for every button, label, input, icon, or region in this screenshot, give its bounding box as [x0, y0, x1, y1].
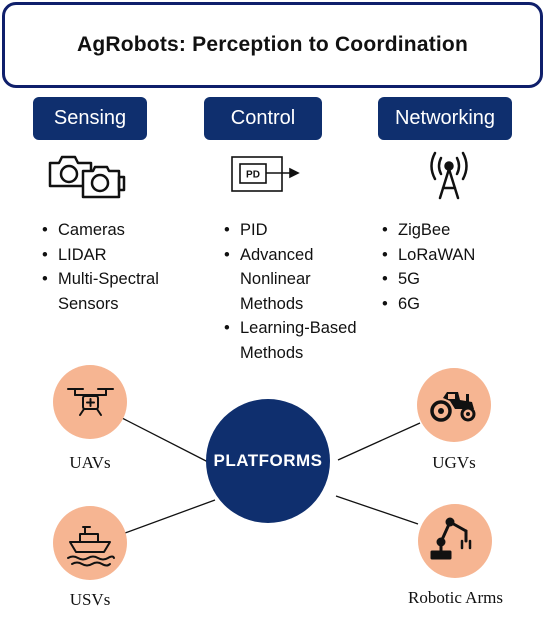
list-item: Learning-Based Methods: [224, 316, 372, 365]
list-item: Multi-Spectral Sensors: [42, 267, 192, 316]
tractor-icon: [430, 392, 476, 422]
pid-block-text: PD: [246, 170, 260, 181]
list-item: ZigBee: [382, 218, 522, 243]
title-banner: AgRobots: Perception to Coordination: [2, 2, 543, 88]
robotic-arms-label: Robotic Arms: [408, 588, 503, 607]
control-list: PID Advanced Nonlinear Methods Learning-…: [224, 218, 372, 365]
list-item: PID: [224, 218, 372, 243]
networking-header-label: Networking: [394, 107, 496, 129]
list-item: Cameras: [42, 218, 192, 243]
robotic-arms-circle: [418, 504, 492, 578]
antenna-signal-icon: [430, 151, 468, 200]
list-item: LIDAR: [42, 243, 192, 268]
ugvs-label: UGVs: [432, 453, 476, 472]
connector-robotic-arms: [335, 495, 419, 525]
list-item: Advanced Nonlinear Methods: [224, 243, 372, 317]
list-item: 5G: [382, 267, 522, 292]
connector-usvs: [124, 499, 216, 534]
sensing-header: Sensing: [33, 97, 147, 140]
pid-block-diagram-icon: PD: [231, 156, 300, 192]
camera-icon: [48, 155, 126, 199]
list-item: 6G: [382, 292, 522, 317]
control-header-label: Control: [230, 107, 296, 129]
platforms-hub-circle: [206, 399, 330, 523]
list-item: LoRaWAN: [382, 243, 522, 268]
uavs-label: UAVs: [69, 453, 111, 472]
control-header: Control: [204, 97, 322, 140]
robotic-arm-icon: [430, 517, 472, 560]
drone-icon: [67, 388, 114, 416]
diagram-title: AgRobots: Perception to Coordination: [76, 33, 468, 56]
boat-icon: [67, 526, 115, 567]
connector-uavs: [121, 417, 211, 464]
sensing-list: Cameras LIDAR Multi-Spectral Sensors: [42, 218, 192, 316]
networking-list: ZigBee LoRaWAN 5G 6G: [382, 218, 522, 316]
connector-ugvs: [337, 422, 421, 461]
usvs-label: USVs: [69, 590, 111, 609]
platforms-hub-label: PLATFORMS: [213, 451, 323, 470]
networking-header: Networking: [378, 97, 512, 140]
sensing-header-label: Sensing: [53, 107, 127, 129]
